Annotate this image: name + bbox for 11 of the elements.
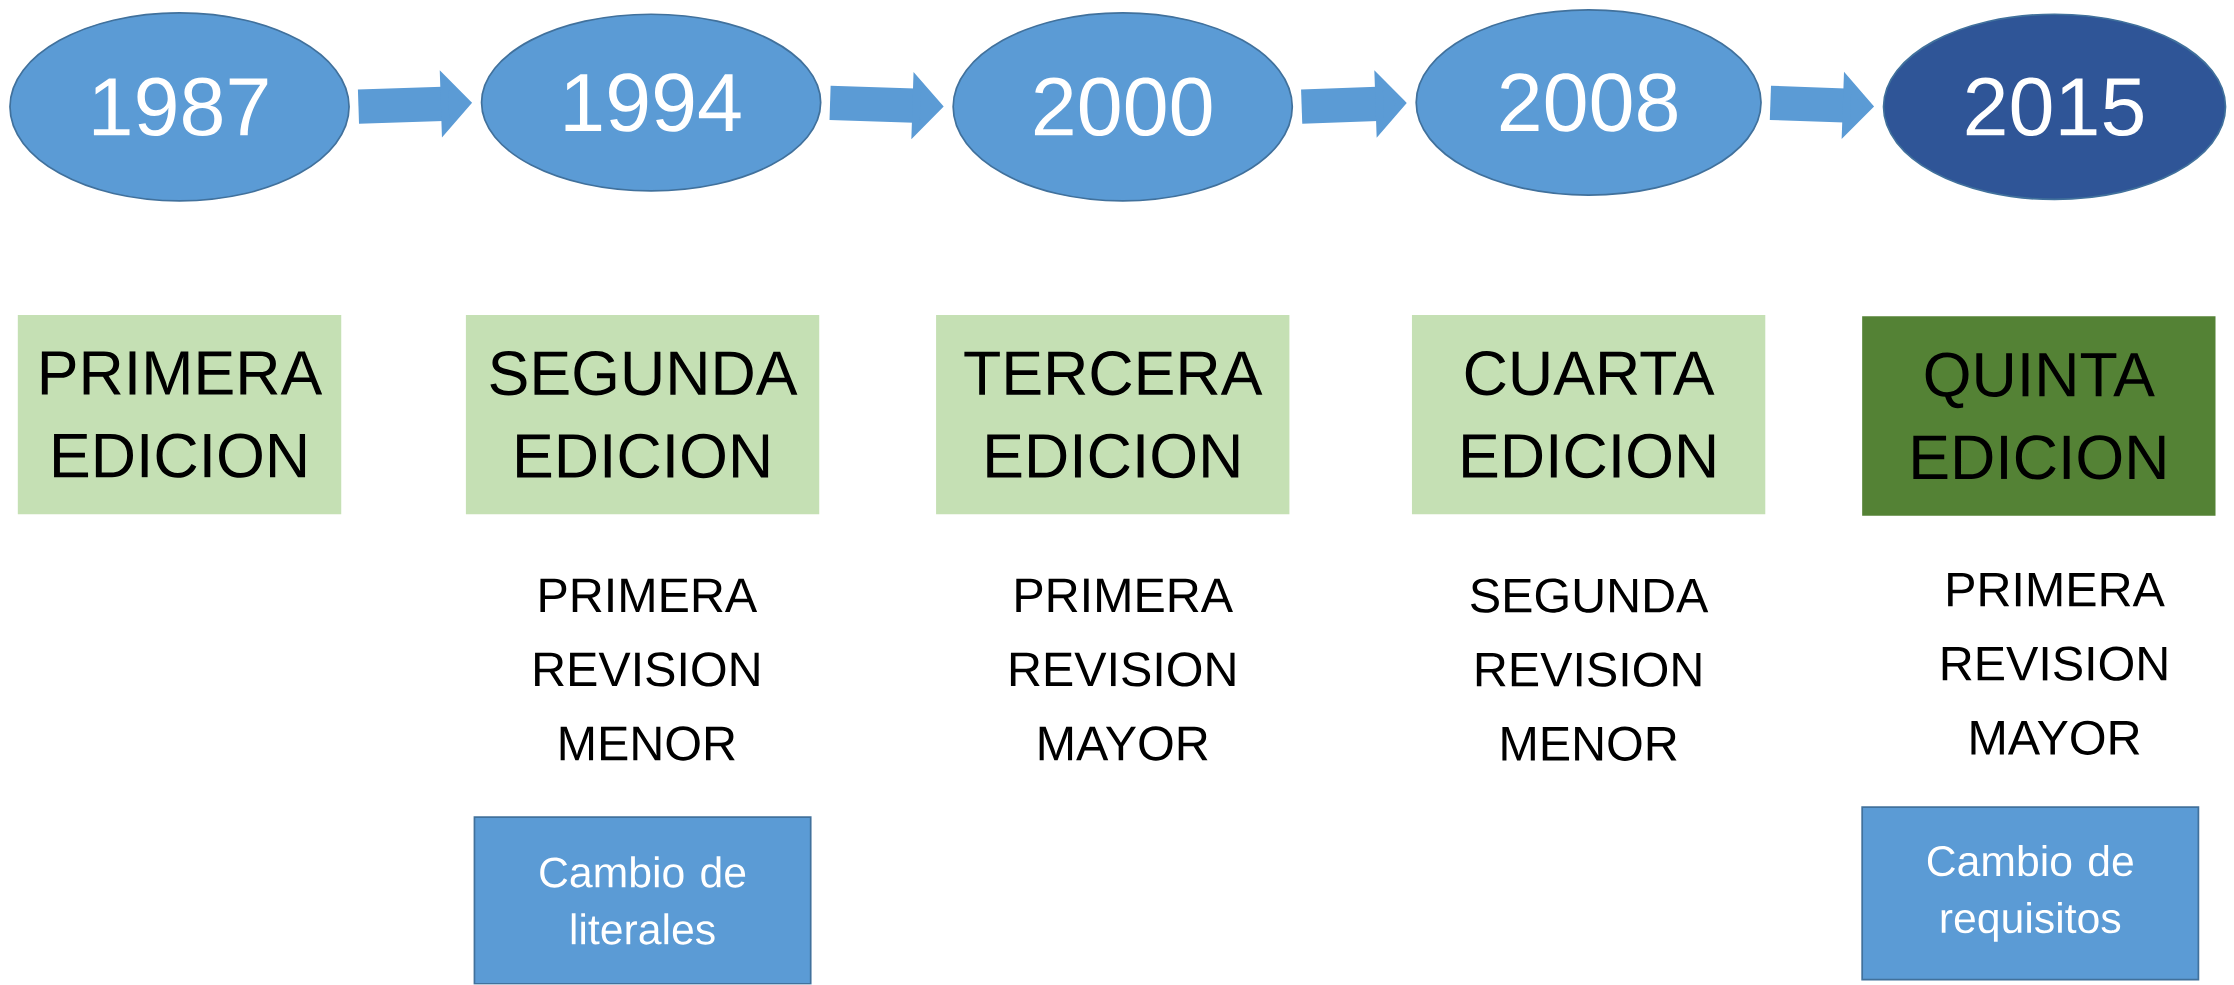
revision-text: SEGUNDA REVISION MENOR [1471,578,1709,762]
edition-box: SEGUNDA EDICION [465,315,820,515]
edition-box: CUARTA EDICION [1411,315,1766,515]
note-box: Cambio de requisitos [1861,806,2200,981]
note-box: Cambio de literales [473,816,812,985]
edition-box: TERCERA EDICION [936,315,1290,515]
edition-box: PRIMERA EDICION [17,315,342,515]
edition-box: QUINTA EDICION [1862,316,2216,516]
revision-text: PRIMERA REVISION MAYOR [1942,573,2167,756]
revision-text: PRIMERA REVISION MENOR [535,578,759,761]
revision-text: PRIMERA REVISION MAYOR [1010,578,1235,761]
